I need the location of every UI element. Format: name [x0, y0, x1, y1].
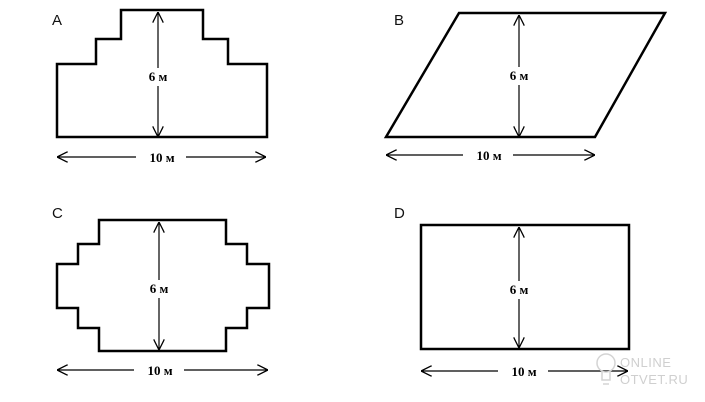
figure-b-width-label: 10 м: [476, 148, 501, 163]
lightbulb-icon: [596, 353, 616, 385]
figure-a-width-label: 10 м: [149, 150, 174, 165]
figure-b-height-label: 6 м: [510, 68, 529, 83]
figure-c-shape: [55, 218, 271, 353]
figure-b-shape: [383, 11, 668, 139]
figure-a-letter: A: [52, 12, 62, 29]
figure-d-width-label: 10 м: [511, 364, 536, 379]
figure-d-letter: D: [394, 205, 405, 222]
watermark-line2: OTVET.RU: [620, 372, 688, 387]
figure-a-height-label: 6 м: [149, 69, 168, 84]
figure-d: D 6 м 10 м: [394, 205, 631, 380]
figure-d-height-label: 6 м: [510, 282, 529, 297]
figure-c-height-label: 6 м: [150, 281, 169, 296]
watermark: ONLINE OTVET.RU: [596, 353, 688, 387]
figure-c-letter: C: [52, 205, 63, 222]
figure-c-width-label: 10 м: [147, 363, 172, 378]
figure-a-shape: [55, 8, 269, 139]
figure-a: A 6 м 10 м: [52, 8, 269, 166]
figure-c: C 6 м 10 м: [52, 205, 271, 379]
figure-d-shape: [419, 223, 631, 351]
watermark-line1: ONLINE: [620, 355, 671, 370]
figure-b: B 6 м 10 м: [383, 11, 668, 164]
figure-b-letter: B: [394, 12, 404, 29]
